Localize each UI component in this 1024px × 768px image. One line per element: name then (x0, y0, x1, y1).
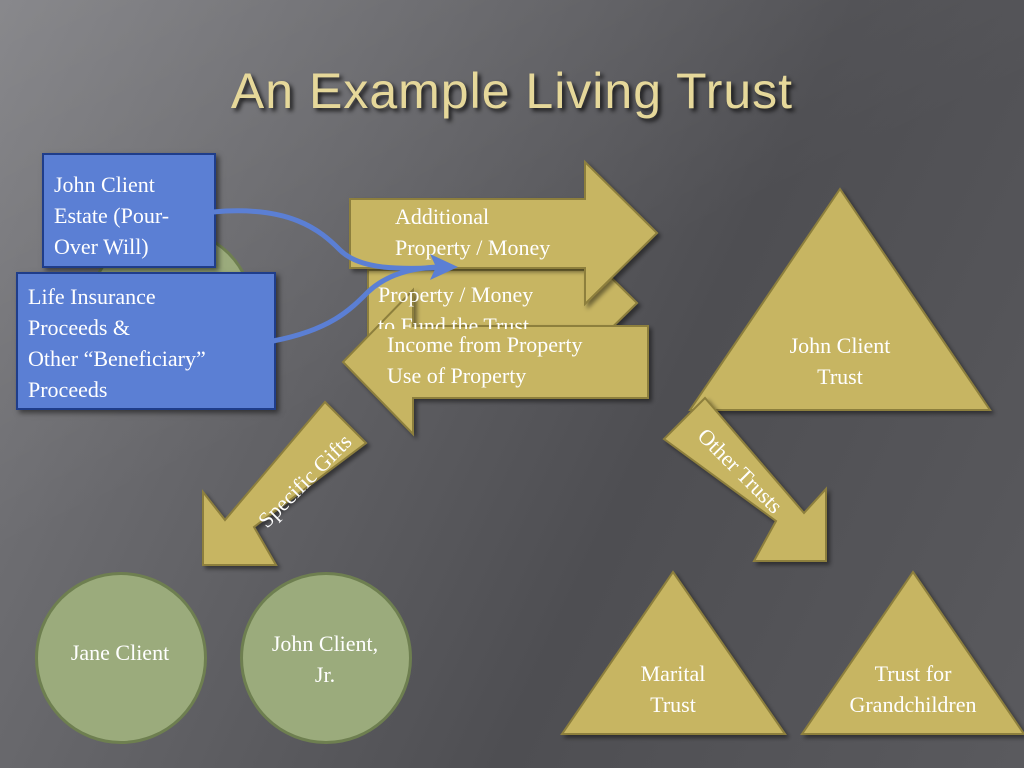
estate-connector (212, 208, 453, 271)
slide-title: An Example Living Trust (230, 63, 794, 119)
fund-trust-label: Property / Money to Fund the Trust (378, 282, 534, 329)
john-junior-circle (240, 572, 412, 744)
life-insurance-box: Life Insurance Proceeds & Other “Benefic… (16, 272, 276, 410)
jane-client-circle (35, 572, 207, 744)
specific-gifts-arrow (202, 400, 368, 566)
income-label: Income from Property Use of Property (387, 332, 583, 388)
john-client-trust-triangle (688, 187, 992, 411)
additional-property-label: Additional Property / Money (395, 204, 551, 260)
connector-arrowhead (430, 254, 458, 280)
marital-trust-label: Marital Trust (640, 661, 706, 717)
life-insurance-label: Life Insurance Proceeds & Other “Benefic… (28, 284, 206, 402)
marital-trust-triangle (560, 570, 787, 735)
jane-client-label: Jane Client (70, 640, 170, 665)
grandchildren-trust-triangle (800, 570, 1024, 735)
insurance-connector (272, 264, 453, 344)
other-trusts-arrow (662, 396, 827, 562)
estate-pour-over-box: John Client Estate (Pour- Over Will) (42, 153, 216, 268)
income-arrow (341, 287, 649, 437)
grandchildren-trust-label: Trust for Grandchildren (849, 661, 977, 717)
john-client-trust-label: John Client Trust (789, 333, 891, 389)
estate-pour-over-label: John Client Estate (Pour- Over Will) (54, 172, 170, 259)
john-junior-label: John Client, Jr. (271, 631, 379, 687)
